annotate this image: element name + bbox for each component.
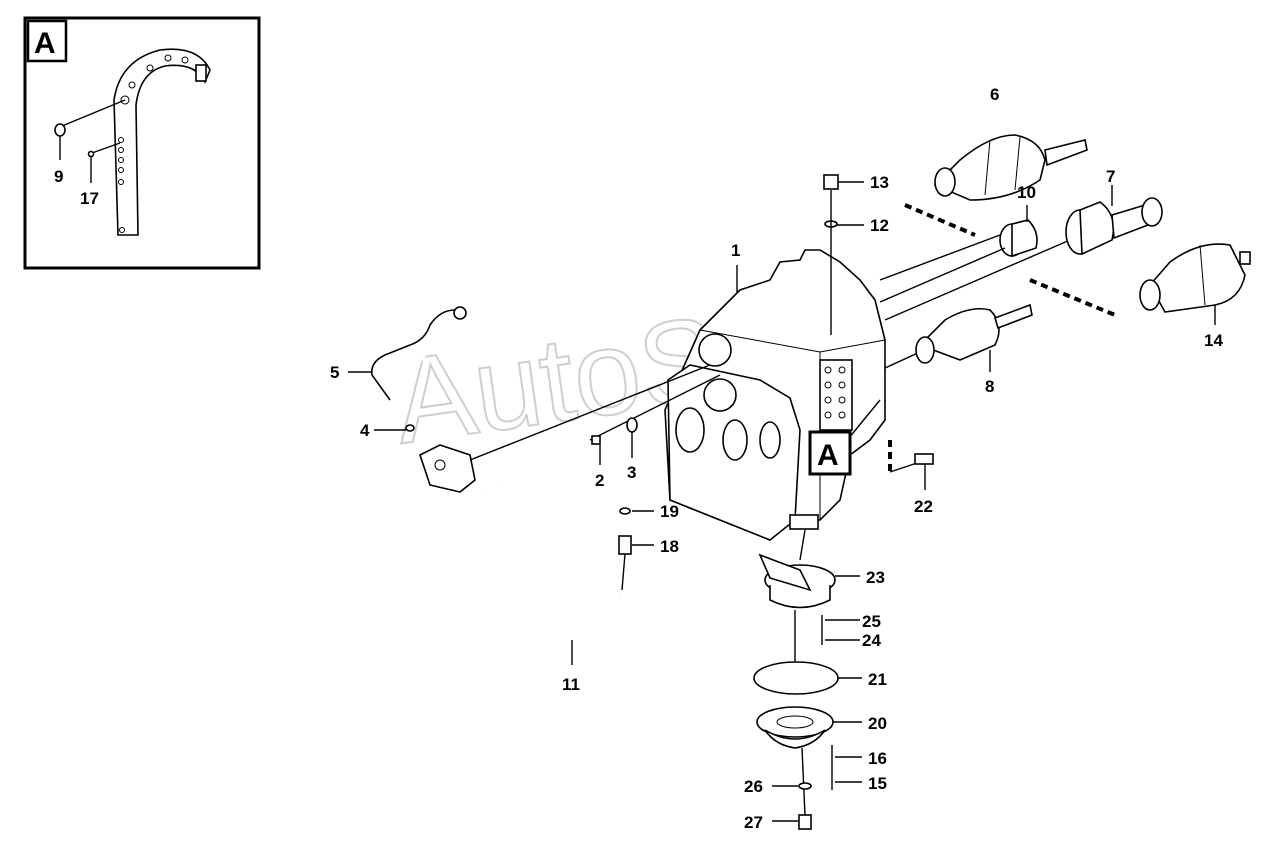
label-13: 13: [870, 173, 889, 192]
sensor-22: [888, 440, 934, 490]
inset-a-panel: A: [23, 16, 261, 270]
label-23: 23: [866, 568, 885, 587]
label-25: 25: [862, 612, 881, 631]
label-5: 5: [330, 363, 339, 382]
washer-12: [824, 190, 864, 335]
bolts-15-16: [831, 745, 862, 790]
shaft-6: [879, 134, 1088, 281]
label-6: 6: [990, 85, 999, 104]
label-26: 26: [744, 777, 763, 796]
drain-plug-27: [772, 814, 812, 830]
label-4: 4: [360, 421, 370, 440]
label-8: 8: [985, 377, 994, 396]
gasket-21: [753, 661, 862, 695]
transmission-housing: [664, 249, 886, 541]
label-11: 11: [562, 675, 580, 694]
label-7: 7: [1106, 167, 1115, 186]
label-20: 20: [868, 714, 887, 733]
label-18: 18: [660, 537, 679, 556]
label-3: 3: [627, 463, 636, 482]
gear-10: [879, 205, 1038, 303]
bolts-24-25: [821, 615, 860, 645]
label-24: 24: [862, 631, 881, 650]
shaft-14: [1139, 243, 1251, 325]
detail-callout-a: A: [808, 399, 881, 476]
valve-block: [419, 364, 711, 493]
shaft-8: [884, 303, 1033, 372]
pipe-5: [348, 306, 467, 401]
label-16: 16: [868, 749, 887, 768]
cover-20: [756, 706, 862, 749]
seal-4: [374, 424, 415, 432]
label-21: 21: [868, 670, 887, 689]
plug-13: [823, 174, 864, 190]
label-12: 12: [870, 216, 889, 235]
label-19: 19: [660, 502, 679, 521]
label-9: 9: [54, 167, 63, 186]
label-27: 27: [744, 813, 763, 832]
part-labels: 1 2 3 4 5 6 7 8 9 10 11 12 13 14 15 16 1…: [54, 85, 1223, 832]
washer-26: [772, 782, 812, 790]
label-15: 15: [868, 774, 887, 793]
filter-23: [758, 553, 860, 609]
shaft-7: [884, 185, 1163, 321]
label-22: 22: [914, 497, 933, 516]
label-14: 14: [1204, 331, 1223, 350]
bolt-2-washer-3: [589, 374, 721, 465]
label-17: 17: [80, 189, 99, 208]
callout-a-letter: A: [817, 439, 839, 472]
label-2: 2: [595, 471, 604, 490]
fitting-18-19: [618, 507, 654, 591]
label-1: 1: [731, 241, 740, 260]
hose-11: [484, 478, 622, 665]
label-10: 10: [1017, 183, 1036, 202]
inset-a-letter: A: [34, 27, 56, 60]
